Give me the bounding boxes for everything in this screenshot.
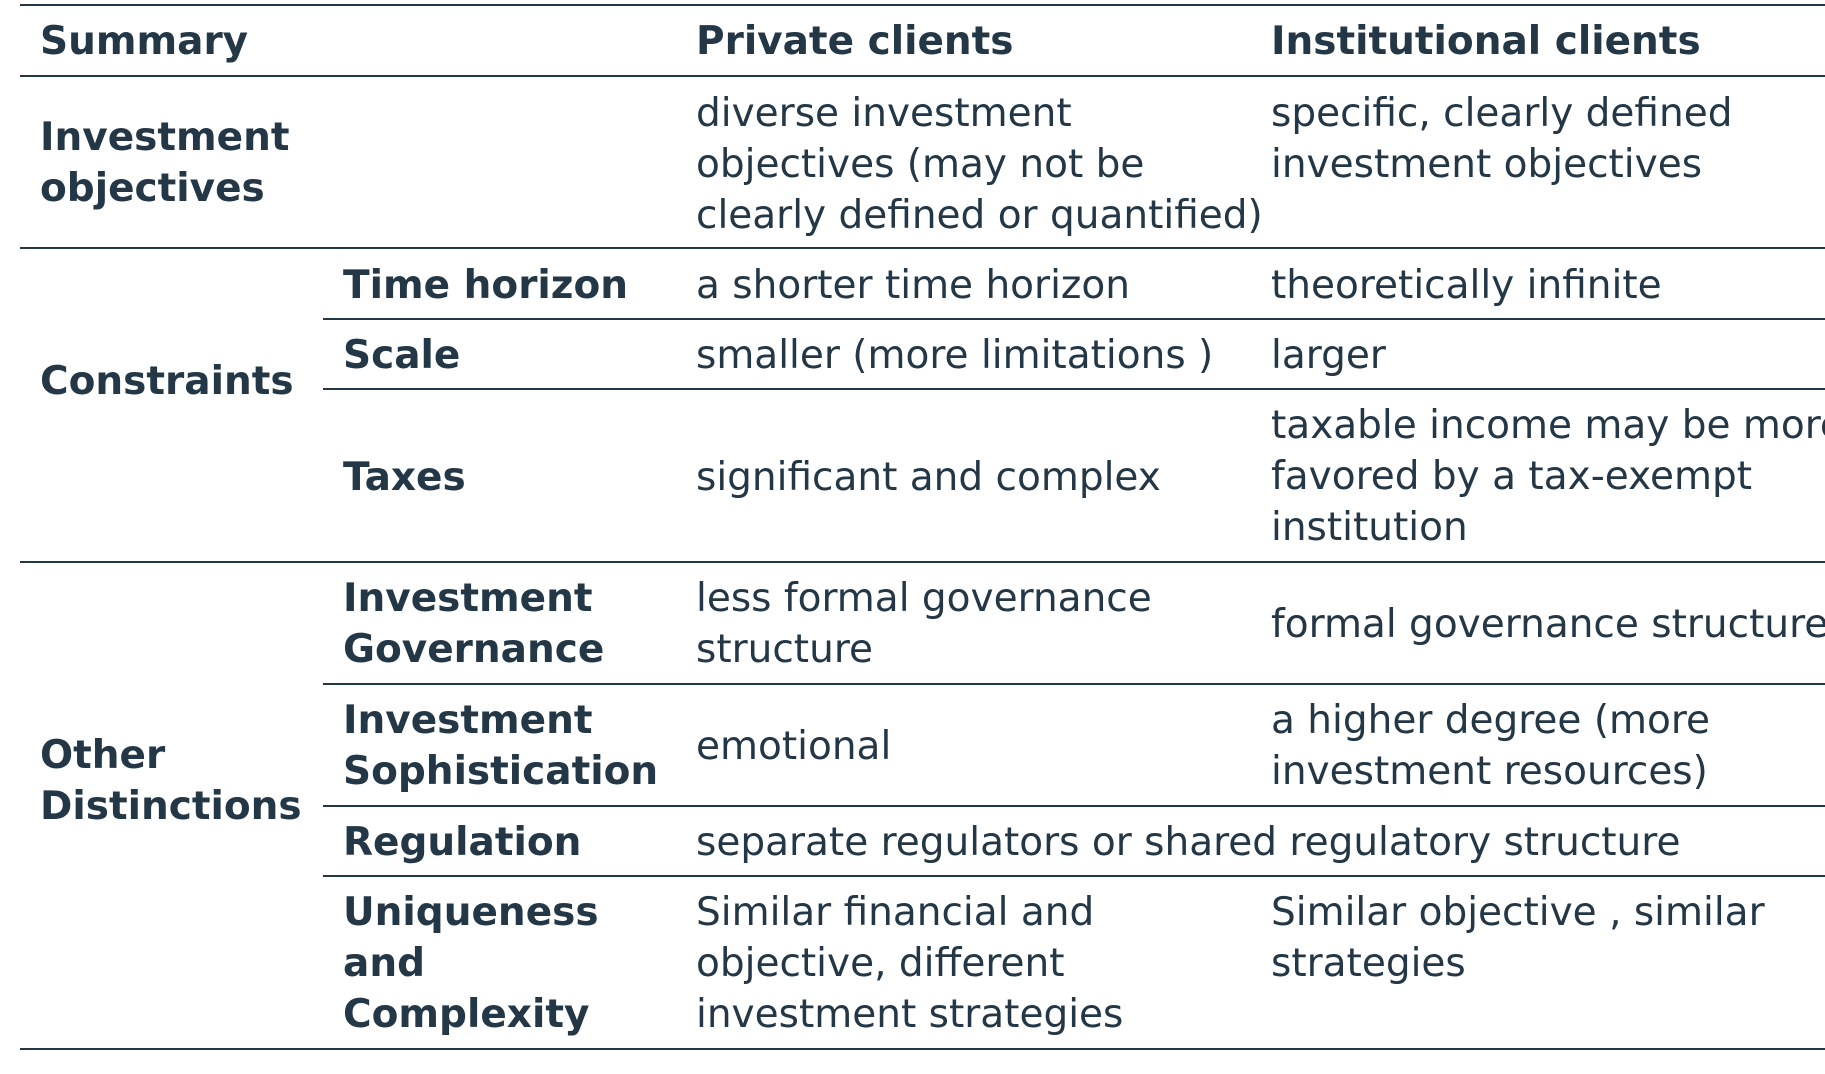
time-horizon-rule <box>323 318 1825 320</box>
sophistication-private-value: emotional <box>696 724 892 769</box>
group-label-constraints: Constraints <box>40 359 294 404</box>
time-horizon-institutional-value: theoretically infinite <box>1271 263 1662 308</box>
governance-rule <box>323 683 1825 685</box>
row-label-investment-objectives: Investment objectives <box>40 115 290 211</box>
regulation-rule <box>323 875 1825 877</box>
sophistication-rule <box>323 805 1825 807</box>
objectives-rule <box>20 247 1825 249</box>
bottom-rule <box>20 1048 1825 1050</box>
scale-private-value: smaller (more limitations ) <box>696 333 1214 378</box>
header-rule <box>20 75 1825 77</box>
regulation-combined-value: separate regulators or shared regulatory… <box>696 820 1681 865</box>
header-private-clients: Private clients <box>696 19 1014 64</box>
row-label-scale: Scale <box>343 333 461 378</box>
objectives-private-value: diverse investment objectives (may not b… <box>696 91 1263 238</box>
top-rule <box>20 4 1825 6</box>
row-label-uniqueness-complexity: Uniqueness and Complexity <box>343 890 599 1037</box>
row-label-investment-sophistication: Investment Sophistication <box>343 698 659 794</box>
objectives-institutional-value: specific, clearly defined investment obj… <box>1271 91 1733 187</box>
uniqueness-institutional-value: Similar objective , similar strategies <box>1271 890 1765 986</box>
row-label-taxes: Taxes <box>343 455 466 500</box>
sophistication-institutional-value: a higher degree (more investment resourc… <box>1271 698 1711 794</box>
governance-private-value: less formal governance structure <box>696 576 1152 672</box>
header-summary: Summary <box>40 19 249 64</box>
row-label-regulation: Regulation <box>343 820 582 865</box>
taxes-institutional-value: taxable income may be more favored by a … <box>1271 403 1825 550</box>
governance-institutional-value: formal governance structure <box>1271 602 1825 647</box>
header-institutional-clients: Institutional clients <box>1271 19 1701 64</box>
group-label-other-distinctions: Other Distinctions <box>40 733 302 829</box>
scale-rule <box>323 388 1825 390</box>
taxes-private-value: significant and complex <box>696 455 1161 500</box>
constraints-rule <box>20 561 1825 563</box>
uniqueness-private-value: Similar financial and objective, differe… <box>696 890 1124 1037</box>
time-horizon-private-value: a shorter time horizon <box>696 263 1130 308</box>
row-label-investment-governance: Investment Governance <box>343 576 605 672</box>
row-label-time-horizon: Time horizon <box>343 263 629 308</box>
scale-institutional-value: larger <box>1271 333 1386 378</box>
